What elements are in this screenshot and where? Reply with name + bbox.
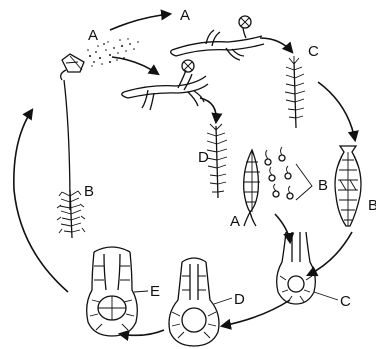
antheridium-a xyxy=(244,150,260,226)
arrow-protonema-to-shoot-c xyxy=(260,38,292,52)
archegonium-c xyxy=(277,232,316,304)
arrow-antheridia-to-archegonium xyxy=(308,232,352,275)
label-b-edge: B xyxy=(368,197,376,214)
antheridial-head xyxy=(335,146,361,226)
label-a-left: A xyxy=(88,27,98,44)
arrow-lower-protonema-to-shoot-d xyxy=(200,98,216,122)
arrow-archegonium-to-zygote xyxy=(222,300,290,326)
protonema-lower xyxy=(122,60,208,110)
arrow-c-to-antheridia xyxy=(318,82,355,140)
arrow-embryo-to-sporophyte xyxy=(14,110,68,292)
bracket-b-right xyxy=(296,164,312,200)
archegonium-d xyxy=(169,258,219,346)
label-a-top: A xyxy=(180,7,190,24)
label-b-right: B xyxy=(318,177,328,194)
leafy-shoot-d xyxy=(207,124,227,198)
label-d-bottom: D xyxy=(234,291,245,308)
sporophyte-stalk xyxy=(64,80,70,210)
archegonium-e xyxy=(87,247,138,336)
label-a-mid: A xyxy=(230,213,240,230)
leafy-shoot-c xyxy=(285,56,305,128)
arrow-sperm-to-archegonium xyxy=(275,214,290,242)
label-c-bottom: C xyxy=(340,293,351,310)
sperm-cells xyxy=(265,147,293,199)
label-b-left: B xyxy=(84,183,94,200)
arrow-spores-to-lower-protonema xyxy=(112,57,158,74)
leafy-shoot-b xyxy=(57,190,85,238)
label-d-mid: D xyxy=(198,149,209,166)
arrow-a-to-top-protonema xyxy=(110,14,170,30)
label-e-bottom: E xyxy=(150,283,160,300)
label-c-top: C xyxy=(308,43,319,60)
spore-capsule xyxy=(61,54,84,210)
labels: A A C D B B B A E D C xyxy=(84,7,376,310)
